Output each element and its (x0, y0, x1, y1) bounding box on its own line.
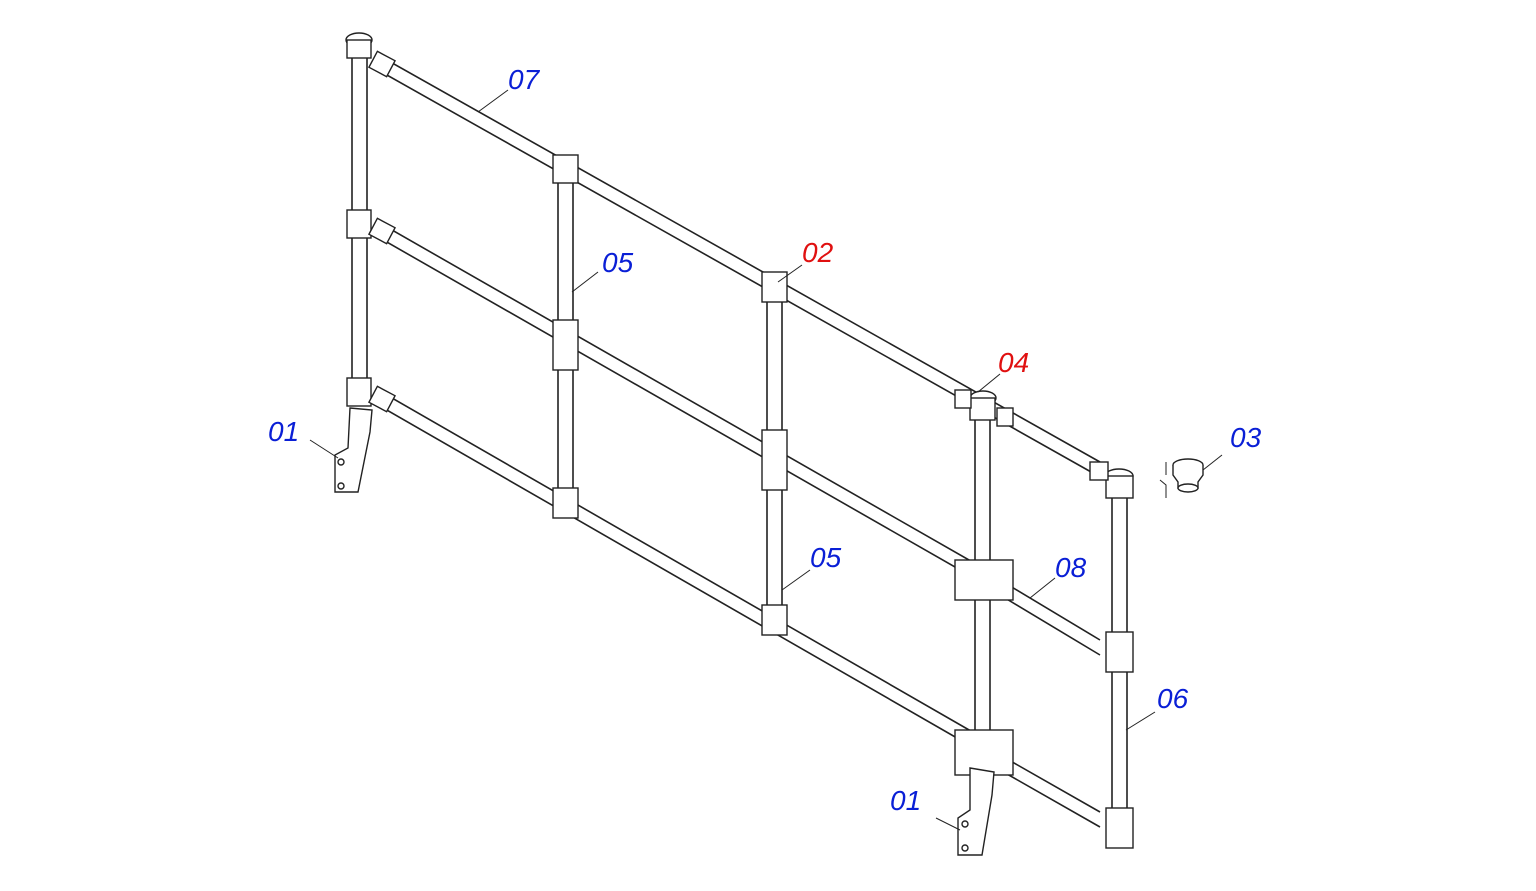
fitting-post4-mid (954, 559, 1014, 601)
middle-rail (377, 221, 991, 588)
callout-labels: 01 01 02 03 04 05 05 06 07 08 (268, 64, 1262, 816)
fitting-post2-mid (552, 319, 579, 371)
fitting-post4-bottom (954, 729, 1014, 776)
leader-08 (1029, 577, 1056, 599)
callout-01-right: 01 (890, 785, 921, 816)
callout-01-left: 01 (268, 416, 299, 447)
fitting-post2-top (552, 154, 579, 184)
leader-01a (309, 439, 339, 459)
end-cap-detail-mark (1159, 462, 1167, 498)
fitting-left-mid (346, 209, 397, 245)
callout-05-lower: 05 (810, 542, 842, 573)
fitting-top-left (345, 32, 397, 78)
base-plate-right (957, 767, 995, 856)
end-cap (1159, 458, 1204, 498)
fitting-02 (761, 271, 788, 303)
leader-03 (1202, 454, 1223, 471)
leader-05b (781, 569, 811, 591)
leader-04 (977, 373, 1001, 393)
fitting-04 (954, 389, 1014, 427)
leader-lines (309, 89, 1223, 831)
leader-05a (571, 271, 599, 293)
leader-02 (777, 264, 803, 283)
fitting-post6-mid (1105, 631, 1134, 673)
fitting-post6-top (1089, 461, 1134, 499)
vertical-posts (351, 58, 1128, 835)
leader-07 (477, 89, 509, 113)
callout-03: 03 (1230, 422, 1262, 453)
callout-06: 06 (1157, 683, 1189, 714)
fitting-left-bottom (346, 377, 397, 413)
callout-04: 04 (998, 347, 1029, 378)
bottom-rail (377, 389, 991, 758)
fitting-post2-bottom (552, 487, 579, 519)
fitting-post3-mid (761, 429, 788, 491)
fitting-post3-bottom (761, 604, 788, 636)
callout-07: 07 (508, 64, 541, 95)
short-bottom-rail (999, 754, 1101, 828)
callout-02: 02 (802, 237, 834, 268)
callout-05-upper: 05 (602, 247, 634, 278)
leader-01b (935, 817, 961, 831)
callout-08: 08 (1055, 552, 1087, 583)
horizontal-rails (377, 54, 1101, 828)
leader-06 (1125, 711, 1156, 731)
fitting-post6-bottom (1105, 807, 1134, 849)
short-middle-rail (999, 579, 1101, 656)
base-plate-left (334, 407, 373, 493)
fittings (345, 32, 1134, 849)
